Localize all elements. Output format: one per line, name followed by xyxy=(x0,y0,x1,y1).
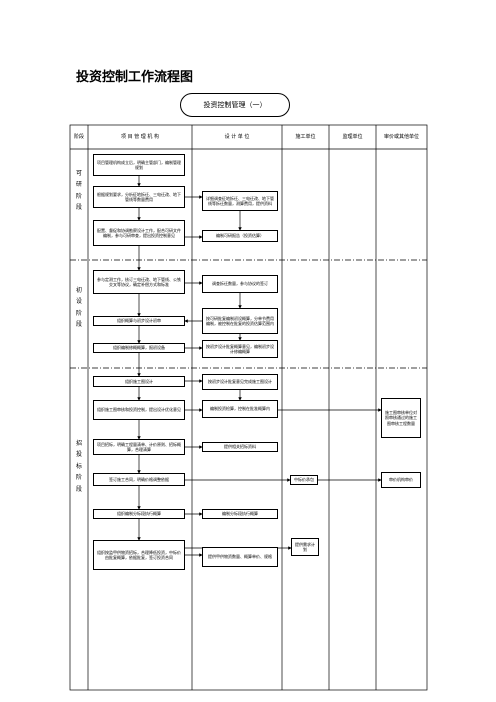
mgmt-step: 签订施工合同，明确价格调整依据 xyxy=(93,473,185,486)
phase-preliminary-design: 初设阶段 xyxy=(75,287,82,329)
header-audit: 审价或其他单位 xyxy=(383,134,419,140)
construction-step: 提供需求计划 xyxy=(291,538,319,556)
design-step: 调查拆迁数量，参与协议的签订 xyxy=(202,275,278,293)
design-step: 提供相关招标资料 xyxy=(202,442,278,452)
header-supervision: 监理单位 xyxy=(342,134,363,140)
design-step: 按可研批复编制初设概算，分单节费用编制，被控制在批复的投资估算范围内 xyxy=(202,308,278,334)
header-management: 项 目 管 理 机 构 xyxy=(121,134,159,140)
header-design: 设 计 单 位 xyxy=(224,134,250,140)
swimlane-table-border xyxy=(69,124,428,691)
construction-step: 中标价承包 xyxy=(290,475,318,485)
design-step: 编制投资检算，控制在批准概算内 xyxy=(202,400,278,418)
mgmt-step: 项目管理机构成立后，明确主管部门，编制管理规划 xyxy=(93,154,185,176)
process-title-oval: 投资控制管理（一） xyxy=(180,93,290,117)
audit-step: 施工图审核单位对照审核通过的施工图审核工程数量 xyxy=(381,398,421,438)
mgmt-step: 组织编制修概概算，报初设备 xyxy=(93,343,185,353)
phase-bidding: 招投标阶段 xyxy=(75,440,82,493)
design-step: 详细调查征地拆迁、三电迁改、地下管线等拆迁数量，测算费用，提供资料 xyxy=(202,191,278,211)
header-construction: 施工单位 xyxy=(295,134,316,140)
mgmt-step: 组织编制分标段执行概算 xyxy=(93,509,185,519)
phase-feasibility: 可研阶段 xyxy=(75,170,82,212)
design-step: 编制分标段执行概算 xyxy=(202,509,278,519)
design-step: 编制可研报告（投资估算） xyxy=(202,230,278,242)
mgmt-step: 组织按监甲供物资招标，合理降低投资，中标价由批复概算，依据批复，签订投资合同 xyxy=(93,540,185,570)
mgmt-step: 参与定测工作，核订三电迁改、地下管线、公铁交叉等协议，确定补偿方式和标准 xyxy=(93,270,185,294)
mgmt-step: 根据规划要求，分析征地拆迁、三电迁改、地下管线等数量费用 xyxy=(93,186,185,208)
design-step: 按初步设计批复意见完成施工图设计 xyxy=(202,374,278,390)
mgmt-step: 项目招标，明确工程量清单、计价原则、招标概算，合理清算 xyxy=(93,439,185,455)
page-title: 投资控制工作流程图 xyxy=(76,70,194,85)
mgmt-step: 组织施工图审核和投资控制，提出设计优化意见 xyxy=(93,400,185,420)
design-step: 按初步设计批复概算意见，编制初步设计修编概算 xyxy=(202,340,278,358)
design-step: 提供甲供物资数量、概算单价、规格 xyxy=(202,547,278,567)
header-phase: 阶段 xyxy=(73,134,84,140)
audit-step: 审价机构审价 xyxy=(381,472,421,488)
mgmt-step: 组织施工图设计 xyxy=(93,376,185,387)
mgmt-step: 组织概算与初步设计初审 xyxy=(93,316,185,326)
mgmt-step: 配置、督促和协调勘察设计工作，配合可研文件编制，参与可研审查，提出投资控制意见 xyxy=(93,220,185,246)
